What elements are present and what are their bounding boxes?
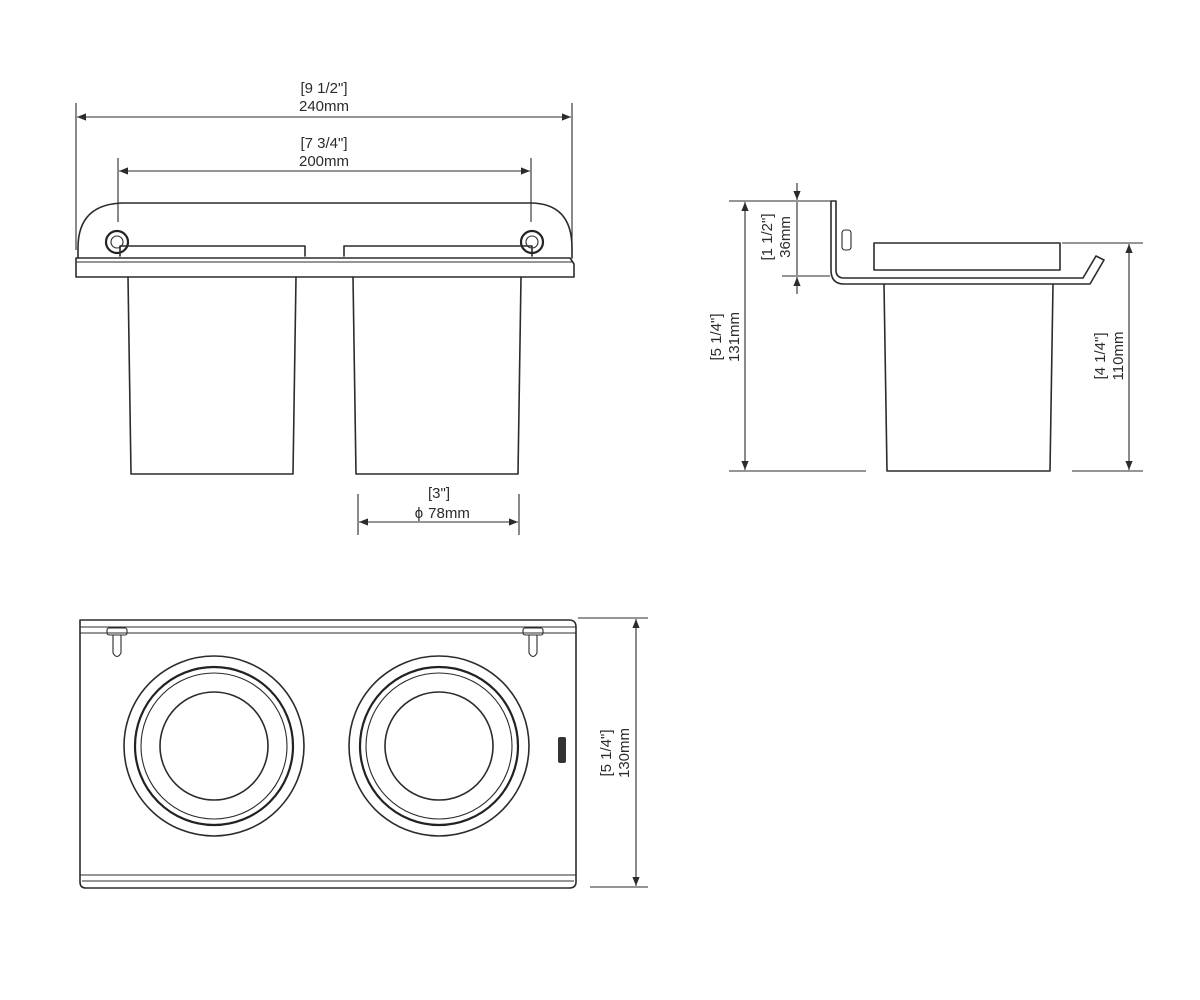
logo-mark [558,737,566,763]
side-cup-body [883,283,1054,472]
dim-cup-height: [4 1/4"] 110mm [1062,242,1143,472]
dim-overall-height-metric: 131mm [726,312,743,362]
top-view: [5 1/4"] 130mm [79,617,648,889]
dim-cup-diameter-imperial: [3"] [428,485,450,502]
dim-bracket-height-imperial: [1 1/2"] [759,213,776,260]
front-cup-right [352,276,522,475]
front-screw-left [104,229,130,255]
front-view: [9 1/2"] 240mm [7 3/4"] 200mm [3"] ϕ 78m… [75,80,575,535]
front-backplate [77,202,573,259]
top-screw-right [522,627,544,658]
diameter-symbol: ϕ [415,505,423,522]
side-screw [841,229,852,251]
dim-bracket-width: [7 3/4"] 200mm [117,135,532,222]
dim-bracket-height: [1 1/2"] 36mm [759,183,830,294]
dim-bracket-width-metric: 200mm [299,153,349,170]
dim-cup-height-imperial: [4 1/4"] [1092,332,1109,379]
front-shelf [75,257,575,278]
dim-overall-height-imperial: [5 1/4"] [708,313,725,360]
side-cup-rim [873,242,1061,271]
dim-overall-width: [9 1/2"] 240mm [75,80,573,250]
front-cup-right-rim [343,245,533,257]
front-cup-left-rim [119,245,306,257]
dim-overall-width-metric: 240mm [299,98,349,115]
dim-top-depth: [5 1/4"] 130mm [578,617,648,888]
top-screw-left [106,627,128,658]
dim-overall-width-imperial: [9 1/2"] [300,80,347,97]
top-shelf-outline [79,619,577,889]
dim-bracket-height-metric: 36mm [777,216,794,258]
dim-overall-height: [5 1/4"] 131mm [708,200,866,472]
dim-cup-diameter-metric: 78mm [428,505,470,522]
dim-cup-diameter: [3"] ϕ 78mm [357,485,520,535]
top-cup-right [348,655,530,837]
dim-bracket-width-imperial: [7 3/4"] [300,135,347,152]
top-cup-left [123,655,305,837]
front-screw-left-inner [110,235,124,249]
side-view: [5 1/4"] 131mm [1 1/2"] 36mm [4 1/4"] 11… [708,183,1143,472]
side-bracket-profile [830,200,1105,285]
dim-cup-height-metric: 110mm [1110,332,1127,381]
front-cup-left [127,276,297,475]
dim-top-depth-metric: 130mm [616,728,633,778]
dim-top-depth-imperial: [5 1/4"] [598,729,615,776]
